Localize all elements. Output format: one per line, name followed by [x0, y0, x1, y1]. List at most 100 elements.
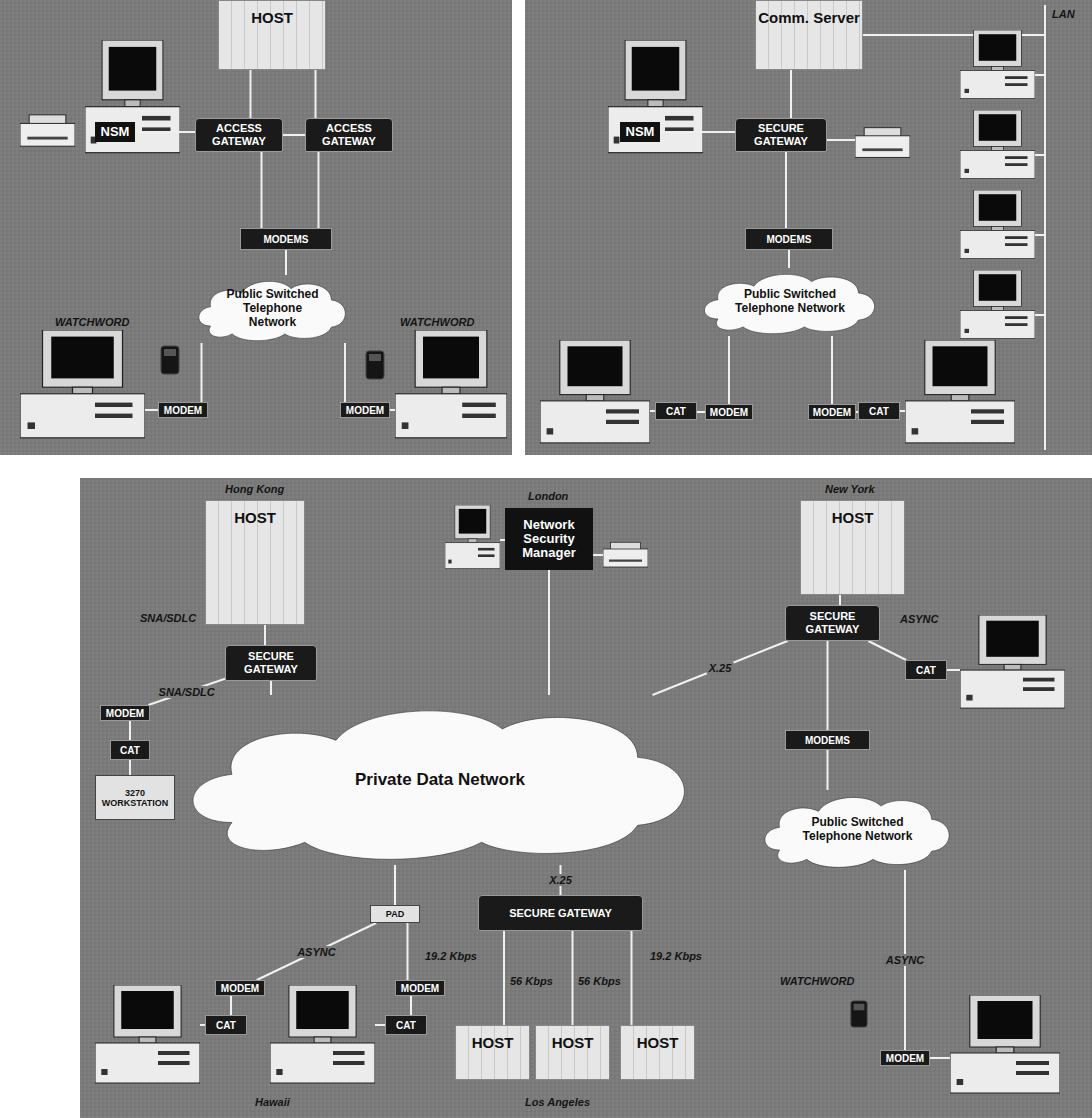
annotation: 56 Kbps: [578, 975, 621, 987]
link-line: [318, 152, 320, 228]
node-text: SECURE GATEWAY: [742, 122, 820, 147]
device-box: CAT: [385, 1015, 427, 1035]
node-text: Private Data Network: [355, 770, 525, 790]
node-text: SECURE GATEWAY: [509, 907, 612, 920]
link-line: [868, 641, 906, 660]
computer: [608, 40, 703, 153]
link-label: X.25: [707, 662, 734, 674]
annotation: WATCHWORD: [400, 316, 474, 328]
node-text: MODEMS: [805, 735, 850, 746]
printer: [20, 115, 75, 146]
node-text: PAD: [386, 909, 404, 919]
network-cloud: Public Switched Telephone Network: [195, 275, 350, 343]
panel: [80, 478, 1092, 1118]
device-box: MODEMS: [240, 228, 332, 250]
gateway-box: SECURE GATEWAY: [478, 895, 643, 931]
link-line: [407, 923, 409, 980]
device-box: MODEM: [880, 1050, 930, 1066]
node-text: NSM: [101, 125, 130, 139]
gateway-box: SECURE GATEWAY: [785, 605, 880, 641]
device-box: CAT: [858, 402, 900, 420]
computer: [960, 190, 1035, 259]
link-line: [394, 865, 396, 905]
gateway-box: SECURE GATEWAY: [735, 118, 827, 152]
link-line: [135, 131, 195, 133]
node-text: MODEM: [710, 407, 748, 418]
node-text: MODEMS: [264, 234, 309, 245]
node-text: CAT: [396, 1020, 416, 1031]
annotation: New York: [825, 483, 875, 495]
device-box: MODEMS: [745, 228, 833, 250]
gateway-box: SECURE GATEWAY: [225, 645, 317, 681]
link-line: [270, 681, 272, 695]
node-text: HOST: [832, 509, 874, 526]
node-text: HOST: [251, 9, 293, 26]
host-box: HOST: [455, 1025, 530, 1080]
host-box: HOST: [535, 1025, 610, 1080]
device-box: CAT: [655, 402, 697, 420]
annotation: Hawaii: [255, 1096, 290, 1108]
link-line: [827, 750, 829, 790]
manager-box: NSM: [620, 122, 660, 142]
token: [851, 1001, 867, 1027]
device-box: CAT: [205, 1015, 247, 1035]
link-line: [788, 250, 790, 268]
host-box: HOST: [205, 500, 305, 625]
node-text: SECURE GATEWAY: [232, 650, 310, 675]
computer: [960, 615, 1065, 708]
node-text: HOST: [234, 509, 276, 526]
annotation: LAN: [1052, 8, 1075, 20]
network-cloud: Private Data Network: [180, 695, 700, 865]
device-box: CAT: [905, 660, 947, 680]
link-line: [315, 70, 317, 118]
computer: [540, 340, 650, 443]
device-box: MODEM: [808, 404, 856, 420]
computer: [270, 985, 375, 1083]
panel: [525, 0, 1092, 455]
node-text: HOST: [472, 1034, 514, 1051]
link-line: [201, 343, 203, 402]
computer: [445, 505, 500, 569]
link-line: [572, 931, 574, 1025]
device-box: MODEM: [395, 980, 445, 996]
panel: [0, 0, 512, 455]
network-cloud: Public Switched Telephone Network: [700, 268, 880, 336]
wires: [145, 5, 1045, 1058]
link-line: [827, 641, 829, 730]
device-box: MODEM: [100, 705, 150, 721]
node-text: MODEMS: [767, 234, 812, 245]
terminal-box: 3270 WORKSTATION: [95, 775, 175, 820]
link-line: [285, 250, 287, 275]
host-box: HOST: [800, 500, 905, 595]
computer: [960, 30, 1035, 99]
node-text: MODEM: [813, 407, 851, 418]
gateway-box: ACCESS GATEWAY: [305, 118, 393, 152]
link-line: [839, 595, 841, 605]
device-box: MODEM: [705, 404, 753, 420]
manager-box: NSM: [95, 122, 135, 142]
annotation: ASYNC: [900, 613, 939, 625]
link-line: [660, 131, 735, 133]
node-text: MODEM: [221, 983, 259, 994]
node-text: MODEM: [106, 708, 144, 719]
manager-box: Network Security Manager: [505, 508, 593, 570]
link-label: ASYNC: [295, 946, 338, 958]
computer: [960, 270, 1035, 339]
annotation: Hong Kong: [225, 483, 284, 495]
device-box: MODEMS: [785, 730, 870, 750]
terminal-box: PAD: [370, 905, 420, 923]
link-line: [230, 996, 232, 1015]
link-line: [410, 996, 412, 1015]
computer: [950, 995, 1060, 1093]
link-line: [653, 641, 788, 695]
device-box: CAT: [110, 740, 150, 760]
link-line: [697, 411, 705, 413]
link-line: [257, 923, 376, 980]
network-cloud: Public Switched Telephone Network: [760, 790, 955, 870]
annotation: London: [528, 490, 568, 502]
annotation: WATCHWORD: [55, 316, 129, 328]
node-text: SECURE GATEWAY: [792, 610, 873, 635]
annotation: 19.2 Kbps: [650, 950, 702, 962]
computer: [85, 40, 180, 153]
node-text: ACCESS GATEWAY: [202, 122, 276, 147]
